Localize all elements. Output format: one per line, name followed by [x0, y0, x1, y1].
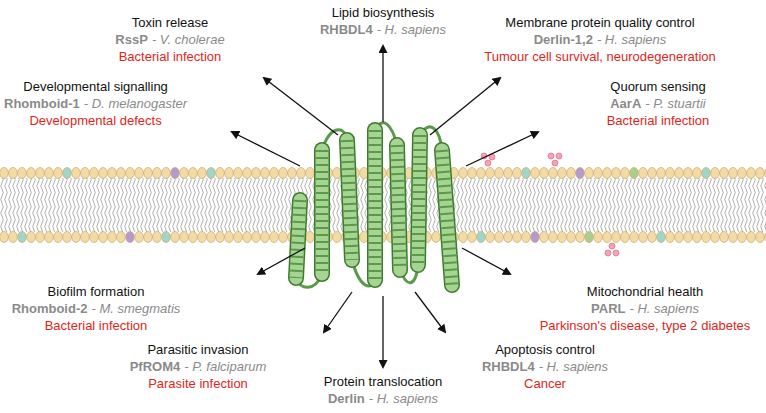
label-group: Apoptosis controlRHBDL4 - H. sapiensCance… — [482, 341, 608, 392]
disease-label: Tumour cell survival, neurodegeneration — [484, 49, 715, 64]
function-heading: Quorum sensing — [610, 79, 705, 94]
label-row: Derlin-1,2 - H. sapiens — [484, 31, 715, 48]
function-heading: Biofilm formation — [48, 284, 145, 299]
label-group: Mitochondrial healthPARL - H. sapiensPark… — [540, 283, 751, 334]
function-heading: Membrane protein quality control — [505, 15, 694, 30]
function-heading: Parasitic invasion — [147, 342, 248, 357]
disease-label: Developmental defects — [29, 113, 161, 128]
label-row: Protein translocation — [324, 373, 443, 390]
label-row: Toxin release — [115, 14, 224, 31]
label-group: Quorum sensingAarA - P. stuartiiBacterial… — [607, 78, 710, 129]
label-row: Bacterial infection — [607, 112, 710, 129]
label-row: Lipid biosynthesis — [320, 4, 446, 21]
protein-name: PfROM4 — [130, 359, 181, 374]
label-row: Parasite infection — [130, 375, 267, 392]
disease-label: Parkinson's disease, type 2 diabetes — [540, 318, 751, 333]
label-group: Protein translocationDerlin - H. sapiens — [324, 373, 443, 407]
species-name: - P. stuartii — [645, 96, 705, 111]
species-name: - H. sapiens — [369, 391, 438, 406]
label-row: Mitochondrial health — [540, 283, 751, 300]
label-row: PfROM4- P. falciparum — [130, 358, 267, 375]
label-group: Toxin releaseRssP - V. choleraeBacterial … — [115, 14, 224, 65]
arrows — [232, 46, 538, 367]
species-name: - H. sapiens — [630, 301, 699, 316]
disease-label: Bacterial infection — [607, 113, 710, 128]
function-heading: Developmental signalling — [23, 79, 168, 94]
protein-name: RssP — [115, 32, 148, 47]
species-name: - M. smegmatis — [91, 301, 180, 316]
function-heading: Lipid biosynthesis — [332, 5, 435, 20]
rhomboid-protein — [296, 123, 452, 287]
glycans — [481, 153, 619, 256]
protein-name: Derlin-1,2 — [534, 32, 593, 47]
label-row: Developmental defects — [4, 112, 187, 129]
function-heading: Toxin release — [132, 15, 209, 30]
label-group: Lipid biosynthesisRHBDL4 - H. sapiens — [320, 4, 446, 38]
label-row: Cancer — [482, 375, 608, 392]
label-group: Biofilm formationRhomboid-2- M. smegmati… — [12, 283, 181, 334]
label-row: Rhomboid-2- M. smegmatis — [12, 300, 181, 317]
label-row: Apoptosis control — [482, 341, 608, 358]
disease-label: Cancer — [524, 376, 566, 391]
species-name: - H. sapiens — [597, 32, 666, 47]
label-row: Membrane protein quality control — [484, 14, 715, 31]
label-row: PARL - H. sapiens — [540, 300, 751, 317]
label-row: Biofilm formation — [12, 283, 181, 300]
label-row: Parasitic invasion — [130, 341, 267, 358]
disease-label: Bacterial infection — [119, 49, 222, 64]
label-row: Developmental signalling — [4, 78, 187, 95]
function-heading: Protein translocation — [324, 374, 443, 389]
protein-name: RHBDL4 — [482, 359, 535, 374]
protein-name: RHBDL4 — [320, 22, 373, 37]
function-heading: Mitochondrial health — [587, 284, 703, 299]
species-name: - P. falciparum — [184, 359, 266, 374]
label-row: RHBDL4 - H. sapiens — [482, 358, 608, 375]
label-row: Derlin - H. sapiens — [324, 390, 443, 407]
protein-name: PARL — [591, 301, 625, 316]
label-row: Bacterial infection — [115, 48, 224, 65]
label-row: Tumour cell survival, neurodegeneration — [484, 48, 715, 65]
label-row: RssP - V. cholerae — [115, 31, 224, 48]
label-group: Membrane protein quality controlDerlin-1… — [484, 14, 715, 65]
disease-label: Parasite infection — [148, 376, 248, 391]
protein-name: Rhomboid-1 — [4, 96, 80, 111]
label-row: RHBDL4 - H. sapiens — [320, 21, 446, 38]
species-name: - H. sapiens — [377, 22, 446, 37]
label-group: Developmental signallingRhomboid-1 - D. m… — [4, 78, 187, 129]
species-name: - V. cholerae — [152, 32, 225, 47]
protein-name: AarA — [610, 96, 641, 111]
species-name: - H. sapiens — [539, 359, 608, 374]
protein-name: Derlin — [328, 391, 365, 406]
species-name: - D. melanogaster — [84, 96, 187, 111]
protein-name: Rhomboid-2 — [12, 301, 88, 316]
function-heading: Apoptosis control — [495, 342, 595, 357]
label-row: Quorum sensing — [607, 78, 710, 95]
disease-label: Bacterial infection — [45, 318, 148, 333]
label-row: AarA - P. stuartii — [607, 95, 710, 112]
label-row: Bacterial infection — [12, 317, 181, 334]
label-row: Parkinson's disease, type 2 diabetes — [540, 317, 751, 334]
label-row: Rhomboid-1 - D. melanogaster — [4, 95, 187, 112]
label-group: Parasitic invasionPfROM4- P. falciparumP… — [130, 341, 267, 392]
